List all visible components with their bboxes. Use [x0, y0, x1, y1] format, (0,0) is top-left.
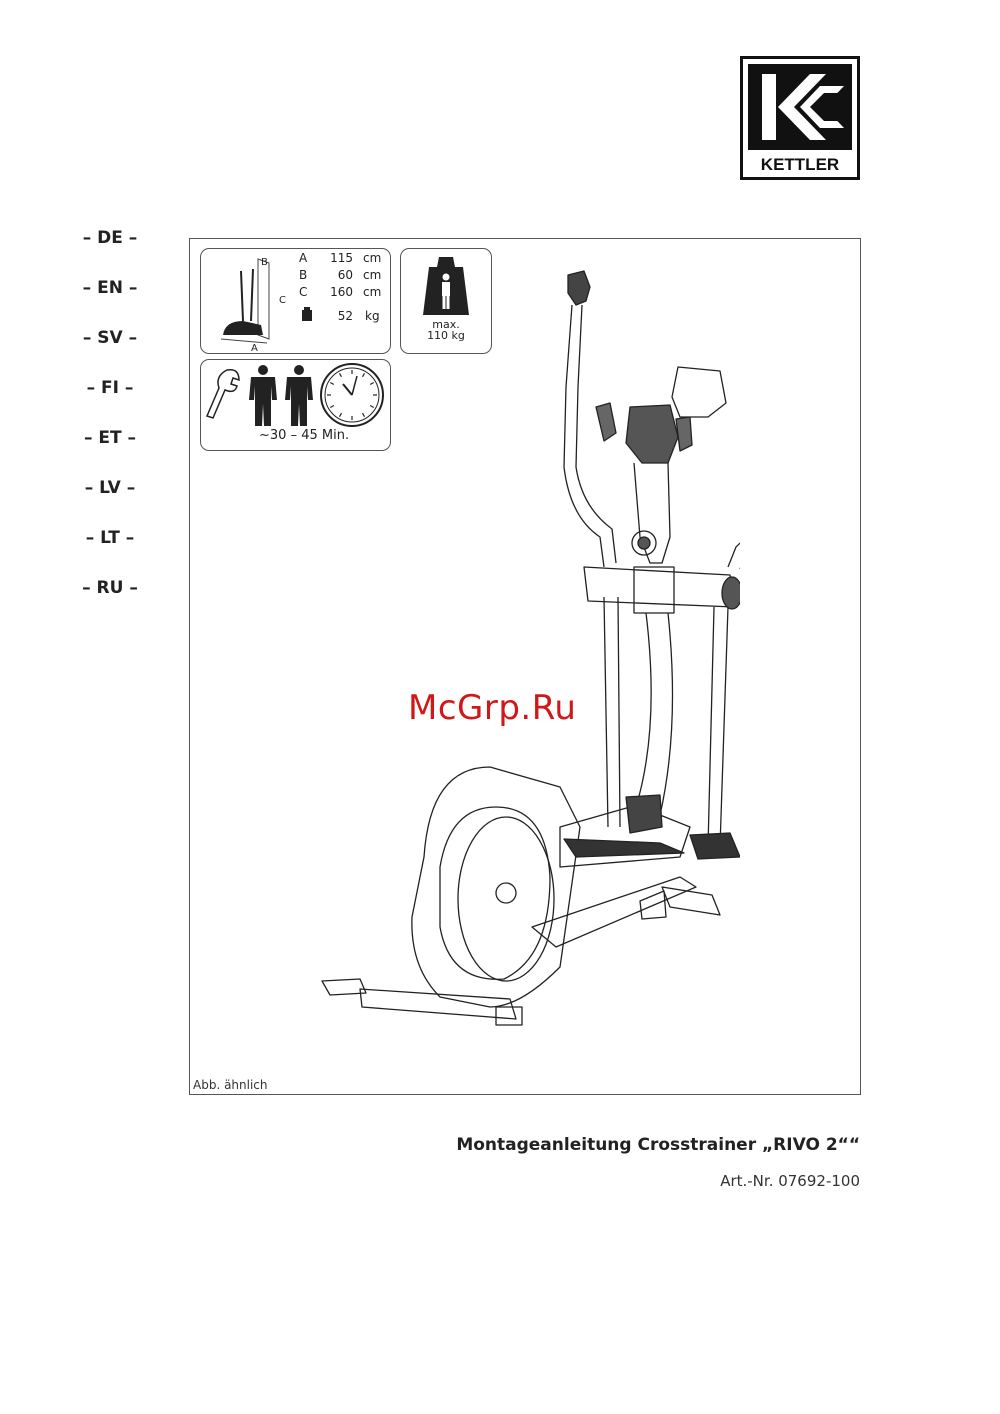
dim-figure-b: B [261, 257, 268, 268]
dim-b-letter: B [299, 268, 308, 282]
language-sv: – SV – [82, 328, 138, 348]
dim-a-unit: cm [363, 251, 382, 265]
dimensions-box: B C A A 115 cm B 60 cm C 160 cm 52 kg [200, 248, 391, 354]
max-load-label: max. [432, 318, 460, 331]
language-et: – ET – [83, 428, 137, 448]
assembly-time-text: 30 – 45 Min. [269, 428, 350, 443]
wrench-icon [205, 368, 240, 419]
assembly-box: ~30 – 45 Min. [200, 359, 391, 451]
dim-c-unit: cm [363, 285, 382, 299]
person-icon-2 [285, 365, 313, 426]
max-load-value: 110 kg [427, 329, 465, 342]
crosstrainer-illustration [321, 270, 740, 1026]
dim-c-value: 160 [330, 285, 353, 299]
clock-icon [320, 363, 384, 427]
language-en: – EN – [82, 278, 138, 298]
max-load-box: max. 110 kg [400, 248, 492, 354]
dim-b-value: 60 [337, 268, 353, 282]
document-title: Montageanleitung Crosstrainer „RIVO 2““ [456, 1135, 860, 1155]
language-de: – DE – [82, 228, 138, 248]
illustration-frame: B C A A 115 cm B 60 cm C 160 cm 52 kg ma… [189, 238, 861, 1095]
weight-value: 52 [337, 309, 353, 323]
dim-a-letter: A [299, 251, 308, 265]
user-weight-icon [423, 257, 469, 315]
article-number: Art.-Nr. 07692-100 [720, 1172, 860, 1190]
logo-text: KETTLER [761, 155, 839, 174]
language-ru: – RU – [82, 578, 138, 598]
language-lt: – LT – [85, 528, 135, 548]
dim-a-value: 115 [330, 251, 353, 265]
dim-c-letter: C [299, 285, 308, 299]
kettler-logo: KETTLER [740, 56, 860, 180]
watermark: McGrp.Ru [408, 688, 577, 728]
weight-icon [302, 307, 312, 321]
assembly-time: ~30 – 45 Min. [259, 428, 350, 443]
dim-figure-a: A [251, 343, 258, 351]
person-icon-1 [249, 365, 277, 426]
dim-b-unit: cm [363, 268, 382, 282]
language-lv: – LV – [84, 478, 136, 498]
language-fi: – FI – [86, 378, 134, 398]
dim-figure-c: C [279, 295, 286, 306]
illustration-note: Abb. ähnlich [193, 1078, 268, 1092]
weight-unit: kg [365, 309, 380, 323]
machine-dimension-sketch: B C A [220, 257, 286, 351]
